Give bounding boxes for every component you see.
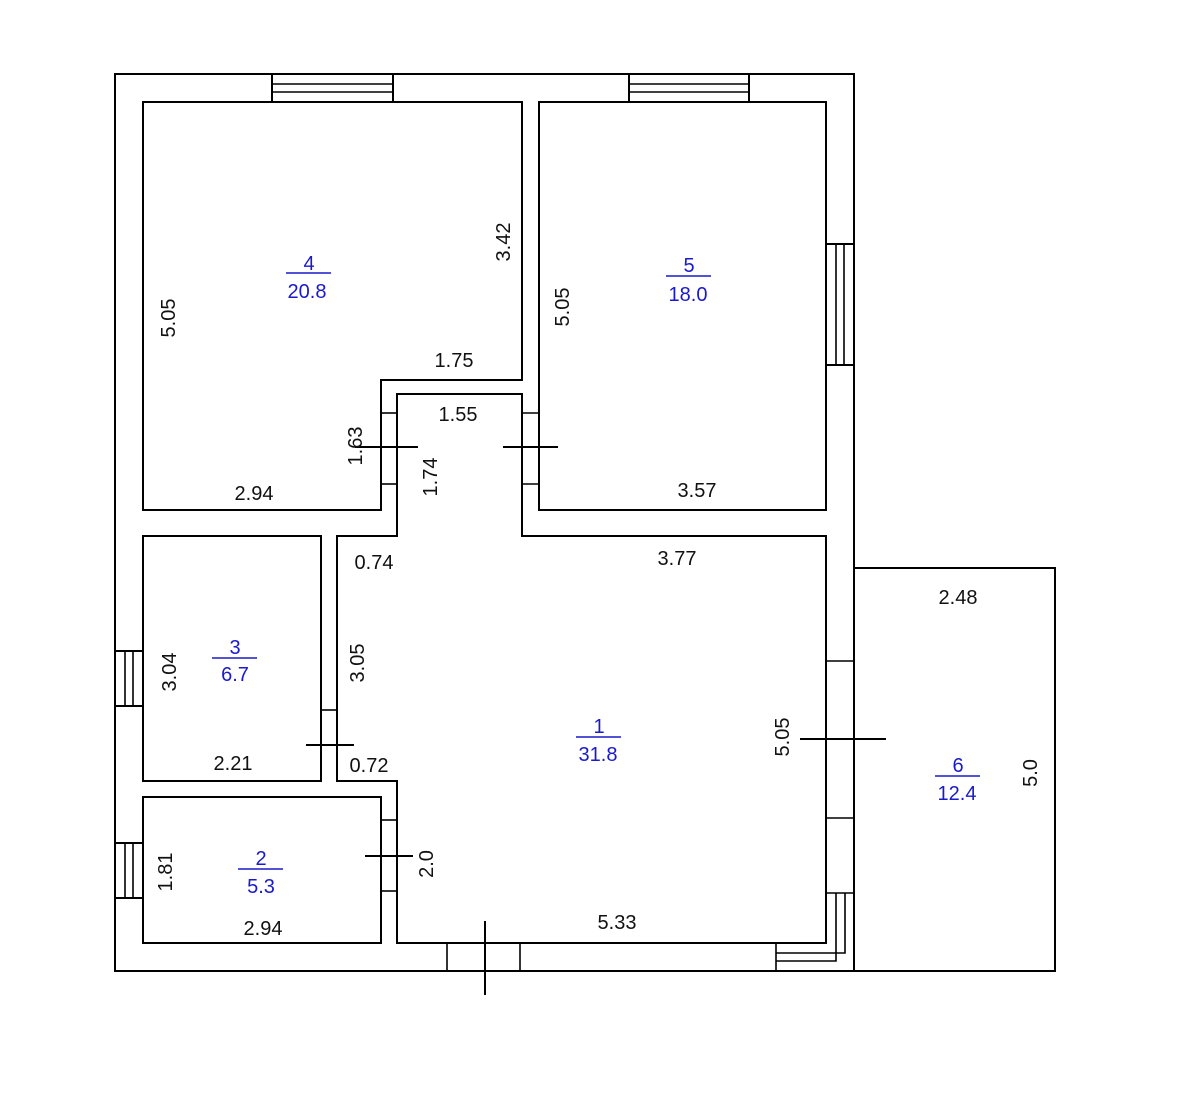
window-top-left	[271, 73, 394, 103]
dim-r1-right: 5.05	[772, 718, 794, 757]
room-6-number: 6	[952, 755, 963, 777]
door-room4	[355, 412, 418, 485]
window-right-room5	[825, 243, 855, 366]
room-1-number: 1	[593, 716, 604, 738]
terrace-outline	[854, 567, 1056, 972]
dim-r1-step-side: 2.0	[416, 850, 438, 878]
door-room3	[306, 709, 354, 746]
room-5-outline	[538, 101, 827, 511]
dim-hall-top: 1.55	[439, 404, 478, 426]
room-label-6: 6 12.4	[935, 755, 980, 805]
room-1-outline	[336, 393, 827, 944]
door-room2	[365, 819, 413, 892]
dim-r5-left: 5.05	[552, 288, 574, 327]
dim-r1-step: 0.72	[350, 755, 389, 777]
dim-r6-side: 5.0	[1020, 759, 1042, 787]
dim-r6-top: 2.48	[939, 587, 978, 609]
dim-r4-right: 3.42	[493, 223, 515, 262]
door-entrance	[446, 921, 521, 995]
dim-r4-bottom: 2.94	[235, 483, 274, 505]
room-3-area: 6.7	[221, 664, 249, 686]
room-2-area: 5.3	[247, 876, 275, 898]
room-4-number: 4	[303, 253, 314, 275]
window-left-room2	[114, 842, 144, 899]
dim-r4-notch: 1.75	[435, 350, 474, 372]
room-4-area: 20.8	[288, 281, 327, 303]
dim-r1-top-left: 0.74	[355, 552, 394, 574]
room-label-3: 3 6.7	[212, 637, 257, 686]
dim-r1-top: 3.77	[658, 548, 697, 570]
room-2-number: 2	[255, 848, 266, 870]
room-label-1: 1 31.8	[576, 716, 621, 766]
dim-r2-side: 1.81	[155, 853, 177, 892]
room-4-outline	[142, 101, 523, 511]
room-label-4: 4 20.8	[286, 253, 331, 303]
dim-r1-bottom: 5.33	[598, 912, 637, 934]
room-label-2: 2 5.3	[238, 848, 283, 898]
dim-r3-bottom: 2.21	[214, 753, 253, 775]
room-5-number: 5	[683, 255, 694, 277]
dim-hall-left: 1.74	[420, 458, 442, 497]
room-6-area: 12.4	[938, 783, 977, 805]
room-5-area: 18.0	[669, 284, 708, 306]
door-terrace	[800, 660, 886, 819]
dim-r4-left: 5.05	[158, 299, 180, 338]
room-3-number: 3	[229, 637, 240, 659]
dim-r1-left: 3.05	[347, 644, 369, 683]
door-room5	[503, 412, 558, 485]
room-1-area: 31.8	[579, 744, 618, 766]
window-top-right	[628, 73, 750, 103]
window-left-room3	[114, 650, 144, 707]
dim-r4-notch-side: 1.63	[345, 427, 367, 466]
dim-r3-side: 3.04	[159, 653, 181, 692]
window-corner-room1	[775, 892, 854, 971]
dim-r2-bottom: 2.94	[244, 918, 283, 940]
outer-wall	[114, 73, 855, 972]
room-label-5: 5 18.0	[666, 255, 711, 306]
dim-r5-bottom: 3.57	[678, 480, 717, 502]
